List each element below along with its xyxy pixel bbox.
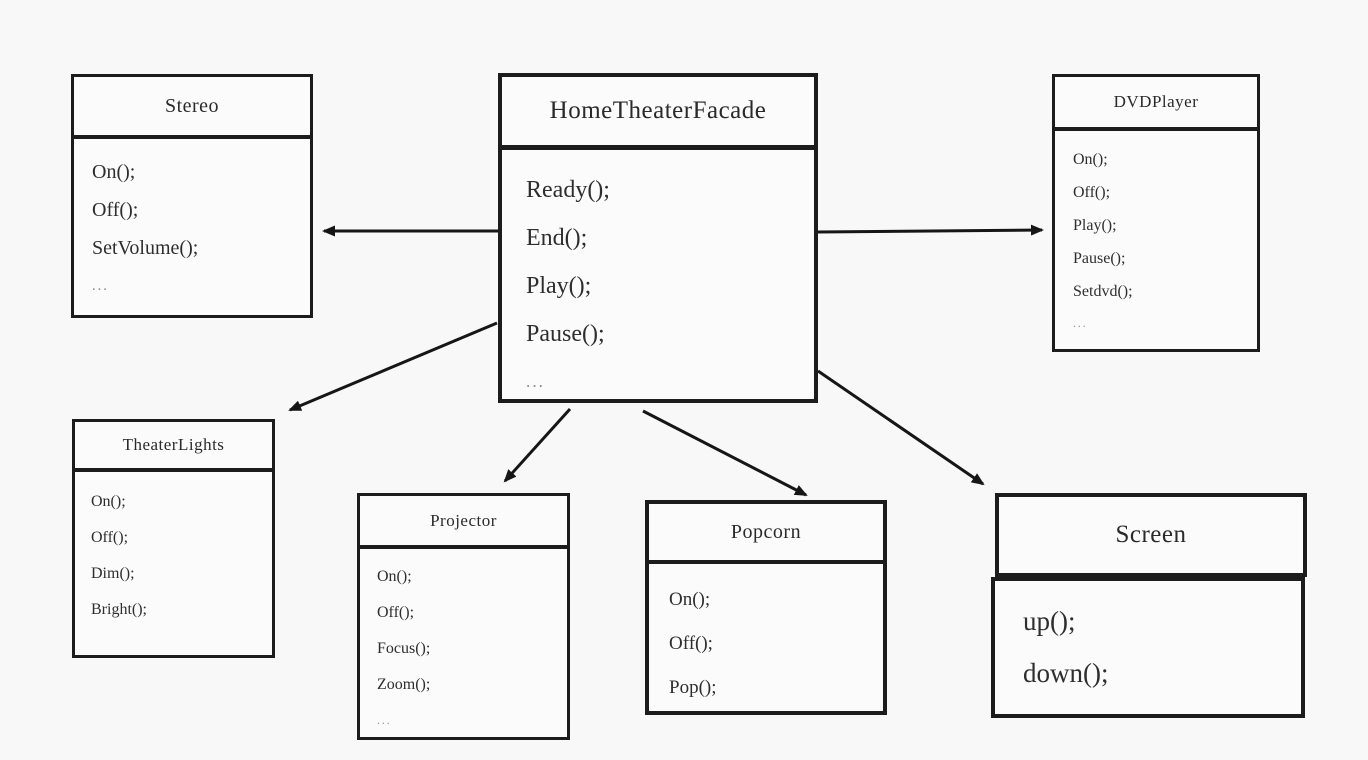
- class-header-projector: Projector: [360, 496, 567, 549]
- class-methods-popcorn: On(); Off(); Pop();: [649, 564, 883, 710]
- method-row: On();: [377, 568, 412, 585]
- class-header-dvdplayer: DVDPlayer: [1055, 77, 1257, 131]
- class-title-stereo: Stereo: [164, 94, 220, 117]
- method-row: Pause();: [1073, 250, 1126, 267]
- method-row: Pop();: [669, 677, 717, 698]
- method-row: End();: [526, 225, 588, 251]
- method-row: Dim();: [91, 565, 135, 582]
- method-row: SetVolume();: [92, 237, 199, 259]
- class-methods-screen: up(); down();: [991, 577, 1305, 718]
- class-methods-facade: Ready(); End(); Play(); Pause(); ...: [502, 150, 814, 406]
- method-row: Off();: [669, 633, 713, 654]
- method-row: Off();: [377, 604, 415, 621]
- class-title-theaterlights: TheaterLights: [122, 435, 225, 454]
- arrow-facade-to-popcorn: [642, 409, 808, 497]
- class-title-projector: Projector: [430, 510, 497, 530]
- ellipsis-row: ...: [92, 278, 109, 294]
- method-row: On();: [91, 493, 126, 510]
- class-box-dvdplayer: DVDPlayer On(); Off(); Play(); Pause(); …: [1052, 74, 1260, 352]
- class-box-theaterlights: TheaterLights On(); Off(); Dim(); Bright…: [72, 419, 275, 658]
- method-row: Play();: [526, 273, 592, 299]
- class-header-screen: Screen: [995, 493, 1307, 577]
- class-methods-projector: On(); Off(); Focus(); Zoom(); ...: [360, 549, 567, 739]
- class-box-stereo: Stereo On(); Off(); SetVolume(); ...: [71, 74, 313, 318]
- ellipsis-row: ...: [1073, 318, 1088, 330]
- class-header-facade: HomeTheaterFacade: [502, 77, 814, 150]
- class-header-theaterlights: TheaterLights: [75, 422, 272, 472]
- class-title-dvdplayer: DVDPlayer: [1113, 92, 1199, 111]
- arrow-facade-to-dvdplayer: [817, 224, 1044, 236]
- arrow-facade-to-projector: [503, 407, 572, 483]
- ellipsis-row: ...: [526, 372, 545, 391]
- method-row: On();: [669, 589, 711, 610]
- method-row: On();: [1073, 151, 1108, 168]
- class-box-projector: Projector On(); Off(); Focus(); Zoom(); …: [357, 493, 570, 740]
- class-methods-stereo: On(); Off(); SetVolume(); ...: [74, 139, 310, 305]
- method-row: Pause();: [526, 321, 605, 347]
- method-row: Off();: [1073, 184, 1111, 201]
- method-row: On();: [92, 161, 136, 183]
- class-header-stereo: Stereo: [74, 77, 310, 139]
- ellipsis-row: ...: [377, 715, 392, 727]
- class-methods-dvdplayer: On(); Off(); Play(); Pause(); Setdvd(); …: [1055, 131, 1257, 341]
- class-box-facade: HomeTheaterFacade Ready(); End(); Play()…: [498, 73, 818, 403]
- method-row: Off();: [91, 529, 129, 546]
- method-row: down();: [1023, 658, 1109, 688]
- method-row: Ready();: [526, 177, 610, 203]
- class-header-popcorn: Popcorn: [649, 504, 883, 564]
- class-box-popcorn: Popcorn On(); Off(); Pop();: [645, 500, 887, 715]
- class-methods-theaterlights: On(); Off(); Dim(); Bright();: [75, 472, 272, 628]
- method-row: Off();: [92, 199, 139, 221]
- class-title-popcorn: Popcorn: [730, 520, 802, 543]
- method-row: Zoom();: [377, 676, 431, 693]
- class-title-screen: Screen: [1115, 521, 1187, 548]
- arrow-facade-to-screen: [817, 369, 985, 486]
- method-row: Bright();: [91, 601, 147, 618]
- method-row: up();: [1023, 606, 1076, 636]
- arrow-facade-to-theaterlights: [288, 321, 498, 412]
- method-row: Play();: [1073, 217, 1117, 234]
- method-row: Focus();: [377, 640, 431, 657]
- class-title-facade: HomeTheaterFacade: [549, 97, 767, 124]
- method-row: Setdvd();: [1073, 283, 1133, 300]
